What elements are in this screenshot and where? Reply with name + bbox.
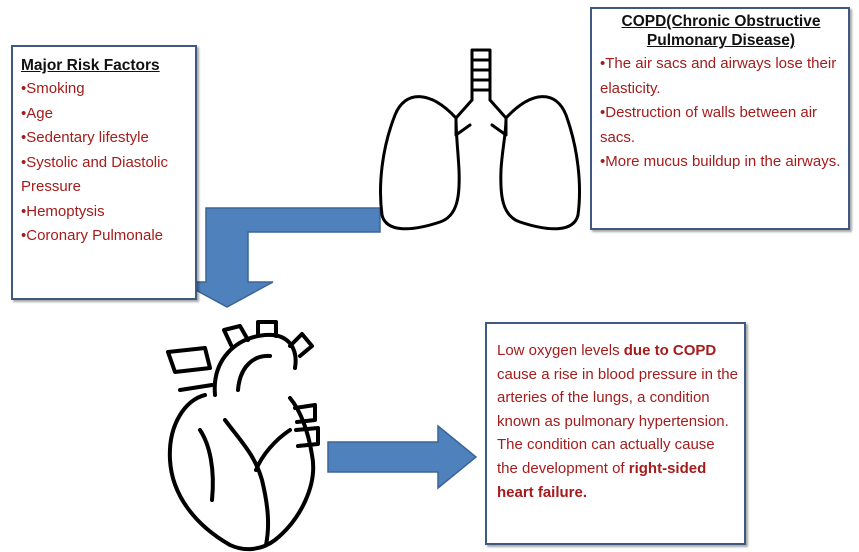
lungs-icon [381,50,580,229]
list-item: •Sedentary lifestyle [21,126,189,151]
list-item: •Coronary Pulmonale [21,224,189,249]
right-arrow-icon [328,426,476,488]
list-item: •Destruction of walls between air sacs. [600,101,842,150]
list-item: •Systolic and Diastolic Pressure [21,151,189,200]
list-item: •Smoking [21,77,189,102]
effect-bold-cause: due to COPD [624,342,717,359]
list-item: •More mucus buildup in the airways. [600,150,842,175]
copd-list: •The air sacs and airways lose their ela… [600,52,842,175]
effect-box: Low oxygen levels due to COPD cause a ri… [485,322,746,545]
risk-factors-title: Major Risk Factors [21,56,189,75]
copd-box: COPD(Chronic Obstructive Pulmonary Disea… [590,7,850,230]
list-item: •The air sacs and airways lose their ela… [600,52,842,101]
risk-factors-list: •Smoking •Age •Sedentary lifestyle •Syst… [21,77,189,249]
effect-text-part: Low oxygen levels [497,342,624,359]
list-item: •Hemoptysis [21,200,189,225]
risk-factors-box: Major Risk Factors •Smoking •Age •Sedent… [11,45,197,300]
effect-text: Low oxygen levels due to COPD cause a ri… [497,339,738,504]
elbow-arrow-icon [181,208,380,307]
heart-icon [168,322,318,549]
list-item: •Age [21,102,189,127]
copd-title: COPD(Chronic Obstructive Pulmonary Disea… [600,12,842,50]
